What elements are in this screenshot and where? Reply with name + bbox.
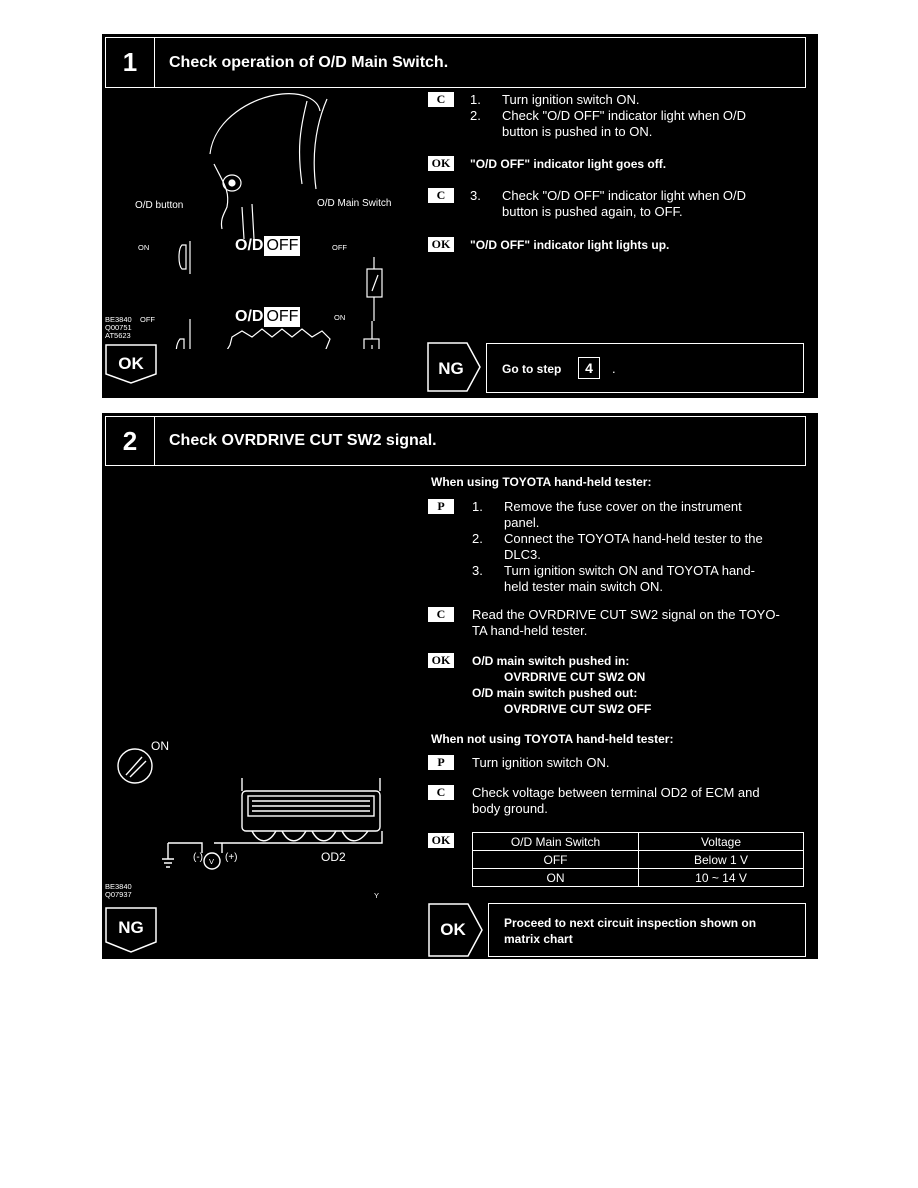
item-num: 2. — [472, 531, 483, 546]
ok-tab-label: OK — [118, 354, 144, 373]
ng-tab-label: NG — [118, 918, 144, 937]
table-row: OFF Below 1 V — [472, 850, 804, 869]
step-title: Check operation of O/D Main Switch. — [169, 53, 449, 71]
negative-label: (-) — [193, 852, 203, 863]
check-marker: C — [428, 607, 454, 622]
ng-tab — [105, 907, 157, 953]
ok-label: OK — [440, 920, 466, 939]
ok-result: "O/D OFF" indicator light goes off. — [470, 157, 667, 171]
on-label-2: ON — [334, 313, 346, 322]
ng-arrow — [427, 342, 481, 392]
check-text: Check voltage between terminal OD2 of EC… — [472, 785, 760, 800]
check-text-cont: TA hand-held tester. — [472, 623, 588, 638]
item-text-cont: button is pushed again, to OFF. — [502, 204, 683, 219]
fig-code-2: Q07937 — [105, 890, 132, 899]
item-num: 3. — [472, 563, 483, 578]
item-num: 1. — [472, 499, 483, 514]
ok-line: OVRDRIVE CUT SW2 OFF — [504, 702, 652, 716]
ok-marker: OK — [428, 653, 454, 668]
check-marker: C — [428, 92, 454, 107]
step-title: Check OVRDRIVE CUT SW2 signal. — [169, 432, 437, 449]
ignition-on-label: ON — [151, 739, 169, 753]
table-cell: Below 1 V — [638, 850, 804, 869]
ok-line: O/D main switch pushed in: — [472, 654, 630, 668]
item-num: 1. — [470, 92, 481, 107]
ok-tab — [105, 344, 157, 384]
item-text: Turn ignition switch ON and TOYOTA hand- — [504, 563, 755, 578]
on-label: ON — [138, 243, 150, 252]
ok-marker: OK — [428, 237, 454, 252]
od-button-label: O/D button — [135, 200, 184, 211]
od-off-indicator-lit: OFF — [264, 307, 301, 327]
check-marker: C — [428, 188, 454, 203]
go-to-step-text: Go to step — [502, 362, 562, 376]
step-1-panel: 1 Check operation of O/D Main Switch. — [102, 34, 818, 398]
table-header: Voltage — [638, 832, 804, 851]
step-number: 1 — [106, 38, 155, 87]
table-cell: ON — [472, 868, 639, 887]
od-main-switch-label: O/D Main Switch — [317, 198, 392, 209]
item-num: 3. — [470, 188, 481, 203]
item-text-cont: DLC3. — [504, 547, 541, 562]
table-header: O/D Main Switch — [472, 832, 639, 851]
item-num: 2. — [470, 108, 481, 123]
item-text-cont: held tester main switch ON. — [504, 579, 663, 594]
proceed-box — [488, 903, 806, 957]
step-link[interactable]: 4 — [578, 357, 600, 379]
ng-label: NG — [438, 359, 464, 378]
ok-line: OVRDRIVE CUT SW2 ON — [504, 670, 646, 684]
voltmeter-label: V — [209, 857, 215, 866]
ok-line: O/D main switch pushed out: — [472, 686, 638, 700]
table-cell: OFF — [472, 850, 639, 869]
proceed-text-cont: matrix chart — [504, 932, 573, 946]
table-row: ON 10 ~ 14 V — [472, 868, 804, 887]
without-tester-heading: When not using TOYOTA hand-held tester: — [431, 732, 674, 746]
step-2-panel: 2 Check OVRDRIVE CUT SW2 signal. When us… — [102, 413, 818, 959]
item-text-cont: panel. — [504, 515, 540, 530]
fig-code-2: Q00751 — [105, 323, 132, 332]
with-tester-heading: When using TOYOTA hand-held tester: — [431, 475, 652, 489]
step-number: 2 — [106, 417, 155, 465]
proceed-text: Proceed to next circuit inspection shown… — [504, 916, 757, 930]
item-text: Connect the TOYOTA hand-held tester to t… — [504, 531, 763, 546]
fig-code-1: BE3840 — [105, 315, 132, 324]
voltage-table: O/D Main Switch Voltage OFF Below 1 V ON… — [472, 832, 804, 887]
ok-arrow — [428, 903, 483, 957]
off-label: OFF — [332, 243, 347, 252]
od-off-indicator: OFF — [264, 236, 301, 256]
table-cell: 10 ~ 14 V — [638, 868, 804, 887]
table-header-row: O/D Main Switch Voltage — [472, 832, 804, 851]
y-label: Y — [374, 891, 380, 900]
period: . — [612, 361, 616, 376]
off-label-2: OFF — [140, 315, 155, 324]
item-text-cont: button is pushed in to ON. — [502, 124, 653, 139]
step-1-header: 1 Check operation of O/D Main Switch. — [105, 37, 806, 88]
check-marker: C — [428, 785, 454, 800]
item-text: Remove the fuse cover on the instrument — [504, 499, 742, 514]
ecm-connector-illustration — [117, 748, 383, 870]
item-text: Check "O/D OFF" indicator light when O/D — [502, 108, 747, 123]
ok-marker: OK — [428, 833, 454, 848]
go-to-step-box — [486, 343, 804, 393]
prep-marker: P — [428, 755, 454, 770]
check-text: Read the OVRDRIVE CUT SW2 signal on the … — [472, 607, 780, 622]
ok-marker: OK — [428, 156, 454, 171]
prep-text: Turn ignition switch ON. — [472, 755, 610, 770]
fig-code-3: AT5623 — [105, 331, 131, 340]
ok-result: "O/D OFF" indicator light lights up. — [470, 238, 670, 252]
item-text: Turn ignition switch ON. — [502, 92, 640, 107]
item-text: Check "O/D OFF" indicator light when O/D — [502, 188, 747, 203]
od2-terminal-label: OD2 — [321, 850, 346, 864]
positive-label: (+) — [225, 852, 238, 863]
prep-marker: P — [428, 499, 454, 514]
check-text-cont: body ground. — [472, 801, 548, 816]
step-2-header: 2 Check OVRDRIVE CUT SW2 signal. — [105, 416, 806, 466]
fig-code-1: BE3840 — [105, 882, 132, 891]
od-switch-illustration — [175, 93, 383, 349]
